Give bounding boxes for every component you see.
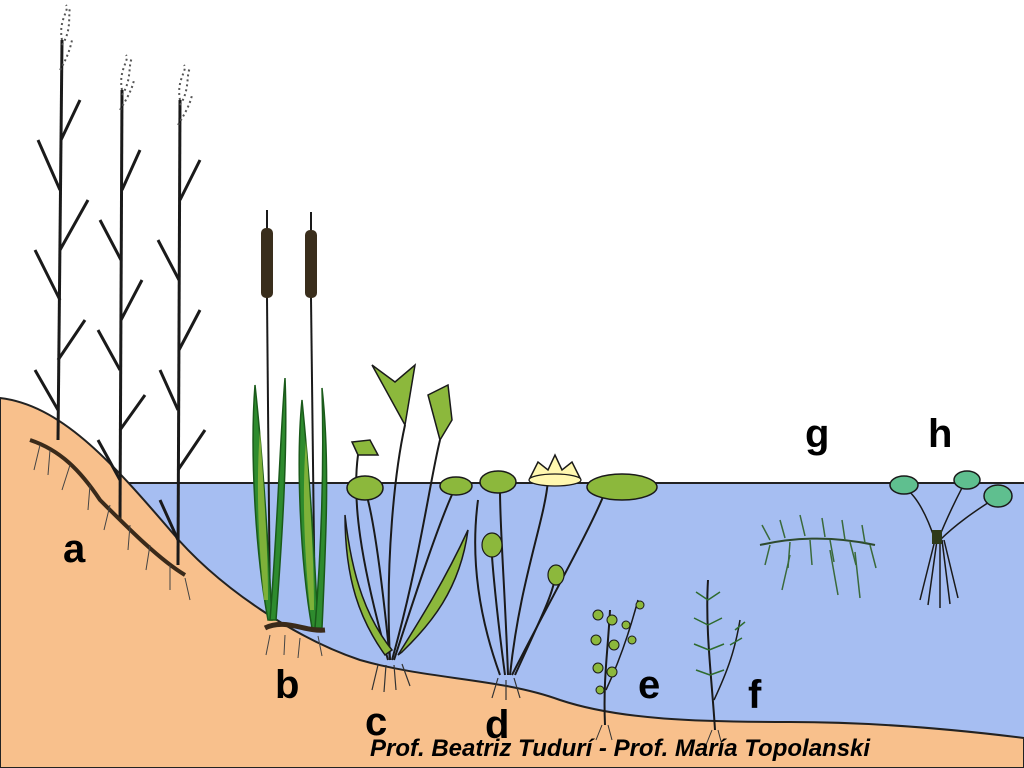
floating-leaf bbox=[439, 476, 473, 496]
cattail-head bbox=[261, 228, 273, 298]
floating-rosette-leaf bbox=[953, 470, 981, 490]
plant-f-submerged bbox=[693, 579, 746, 746]
reed-plume bbox=[59, 4, 193, 126]
plant-d-water-lily bbox=[474, 453, 658, 700]
submerged-ribbon-leaf bbox=[344, 514, 394, 657]
arrowhead-leaf bbox=[427, 383, 453, 442]
plant-g-free-floating-submerged bbox=[759, 514, 877, 599]
floating-rosette-leaf bbox=[983, 484, 1013, 508]
cattail-head bbox=[305, 230, 317, 298]
arrowhead-leaf bbox=[350, 439, 380, 456]
label-h: h bbox=[928, 412, 952, 456]
submerged-leaf bbox=[547, 564, 565, 586]
plant-h-free-floating bbox=[889, 470, 1013, 608]
reed-rhizome bbox=[29, 438, 187, 577]
plant-c-arrowhead bbox=[344, 363, 473, 693]
label-b: b bbox=[275, 663, 299, 707]
lily-flower bbox=[528, 453, 582, 487]
credit-text: Prof. Beatriz Tudurí - Prof. María Topol… bbox=[370, 735, 871, 762]
floating-rosette-leaf bbox=[889, 475, 919, 495]
submerged-leaf bbox=[481, 532, 503, 558]
label-d: d bbox=[485, 703, 509, 747]
lily-pad bbox=[586, 473, 658, 501]
soil-bank bbox=[0, 396, 1024, 768]
label-e: e bbox=[638, 663, 660, 707]
arrowhead-leaf bbox=[371, 363, 417, 428]
plant-a-reeds bbox=[29, 4, 207, 601]
floating-leaf bbox=[346, 475, 384, 501]
reed-roots bbox=[33, 444, 191, 601]
submerged-ribbon-leaf bbox=[397, 529, 469, 656]
label-a: a bbox=[63, 527, 86, 571]
lily-pad bbox=[479, 470, 517, 494]
label-g: g bbox=[805, 412, 829, 456]
label-c: c bbox=[365, 700, 387, 744]
plant-b-cattails bbox=[252, 210, 328, 659]
plant-e-submerged bbox=[590, 599, 645, 741]
label-f: f bbox=[748, 673, 762, 717]
